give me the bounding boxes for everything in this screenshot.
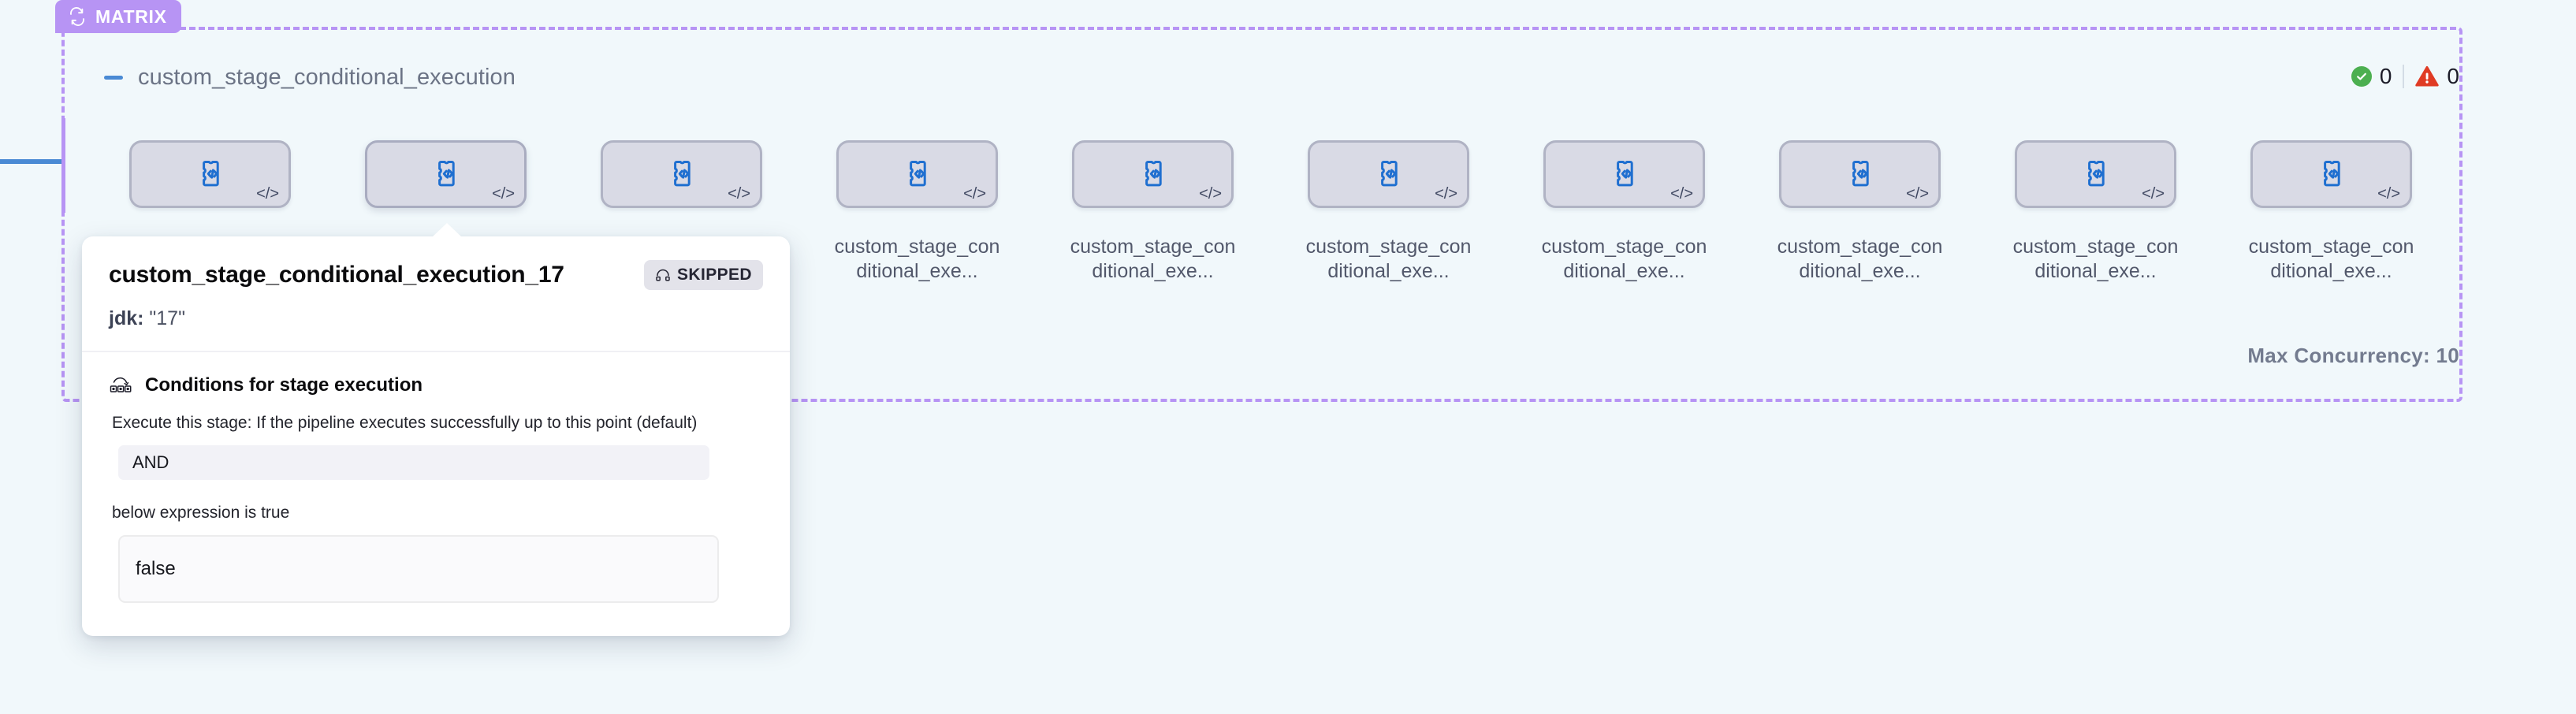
check-circle-icon (2351, 66, 2372, 87)
node-label: custom_stage_conditional_exe... (1539, 235, 1709, 284)
popover-meta: jdk: "17" (109, 307, 763, 330)
conditions-description: Execute this stage: If the pipeline exec… (112, 412, 763, 434)
matrix-node[interactable]: </> custom_stage_conditional_exe... (1308, 140, 1469, 284)
node-card[interactable]: </> (129, 140, 291, 208)
node-label: custom_stage_conditional_exe... (832, 235, 1002, 284)
stage-title: custom_stage_conditional_execution (138, 65, 516, 91)
matrix-node[interactable]: </> custom_stage_conditional_exe... (2015, 140, 2176, 284)
node-card[interactable]: </> (1779, 140, 1941, 208)
node-card[interactable]: </> (1308, 140, 1469, 208)
max-concurrency-label: Max Concurrency: 10 (2247, 344, 2459, 368)
custom-stage-code-icon (664, 156, 700, 192)
code-tag-icon: </> (1435, 186, 1457, 202)
conditions-title: Conditions for stage execution (145, 374, 423, 396)
custom-stage-code-icon (1606, 156, 1643, 192)
node-card[interactable]: </> (601, 140, 762, 208)
conditions-header: Conditions for stage execution (109, 374, 763, 396)
code-tag-icon: </> (2377, 186, 2400, 202)
code-tag-icon: </> (1906, 186, 1929, 202)
node-label: custom_stage_conditional_exe... (1068, 235, 1238, 284)
custom-stage-code-icon (899, 156, 936, 192)
expression-label: below expression is true (112, 504, 763, 522)
conditional-execution-icon (109, 374, 132, 396)
node-label: custom_stage_conditional_exe... (1304, 235, 1473, 284)
matrix-badge[interactable]: MATRIX (55, 0, 181, 33)
popover-header: custom_stage_conditional_execution_17 SK… (82, 236, 790, 352)
node-card[interactable]: </> (365, 140, 527, 208)
skipped-icon (655, 268, 671, 282)
warning-count: 0 (2447, 65, 2459, 87)
node-label: custom_stage_conditional_exe... (2247, 235, 2416, 284)
matrix-node[interactable]: </> custom_stage_conditional_exe... (1779, 140, 1941, 284)
popover-body: Conditions for stage execution Execute t… (82, 352, 790, 636)
custom-stage-code-icon (428, 156, 464, 192)
node-card[interactable]: </> (2015, 140, 2176, 208)
matrix-badge-label: MATRIX (95, 6, 167, 28)
code-tag-icon: </> (728, 186, 750, 202)
node-card[interactable]: </> (2250, 140, 2412, 208)
matrix-node[interactable]: </> custom_stage_conditional_exe... (2250, 140, 2412, 284)
popover-meta-value: "17" (149, 307, 185, 329)
expression-value: false (118, 535, 719, 603)
matrix-node[interactable]: </> custom_stage_conditional_exe... (1543, 140, 1705, 284)
code-tag-icon: </> (1199, 186, 1222, 202)
status-badge: SKIPPED (644, 260, 763, 290)
code-tag-icon: </> (1670, 186, 1693, 202)
custom-stage-code-icon (2078, 156, 2114, 192)
status-divider (2403, 65, 2404, 88)
custom-stage-code-icon (1135, 156, 1171, 192)
popover-arrow (432, 223, 462, 237)
matrix-node[interactable]: </> custom_stage_conditional_exe... (836, 140, 998, 284)
code-tag-icon: </> (256, 186, 279, 202)
warning-counter: 0 (2415, 65, 2459, 87)
warning-triangle-icon (2415, 65, 2439, 87)
condition-operator: AND (118, 445, 709, 480)
node-card[interactable]: </> (1072, 140, 1234, 208)
success-count: 0 (2380, 65, 2392, 87)
status-counters: 0 0 (2351, 65, 2459, 88)
matrix-connector-anchor (61, 118, 65, 213)
code-tag-icon: </> (2142, 186, 2165, 202)
status-badge-label: SKIPPED (677, 266, 752, 284)
popover-title: custom_stage_conditional_execution_17 (109, 262, 564, 288)
code-tag-icon: </> (492, 186, 515, 202)
success-counter: 0 (2351, 65, 2392, 87)
popover-meta-key: jdk: (109, 307, 143, 329)
loop-icon (68, 7, 87, 26)
stage-header[interactable]: custom_stage_conditional_execution (104, 65, 516, 91)
custom-stage-code-icon (192, 156, 229, 192)
matrix-node[interactable]: </> custom_stage_conditional_exe... (1072, 140, 1234, 284)
custom-stage-code-icon (2314, 156, 2350, 192)
code-tag-icon: </> (963, 186, 986, 202)
custom-stage-code-icon (1371, 156, 1407, 192)
incoming-connector-line (0, 159, 63, 164)
node-label: custom_stage_conditional_exe... (2011, 235, 2180, 284)
node-card[interactable]: </> (1543, 140, 1705, 208)
node-card[interactable]: </> (836, 140, 998, 208)
node-label: custom_stage_conditional_exe... (1775, 235, 1945, 284)
minus-icon[interactable] (104, 76, 123, 80)
stage-detail-popover: custom_stage_conditional_execution_17 SK… (82, 236, 790, 636)
custom-stage-code-icon (1842, 156, 1878, 192)
